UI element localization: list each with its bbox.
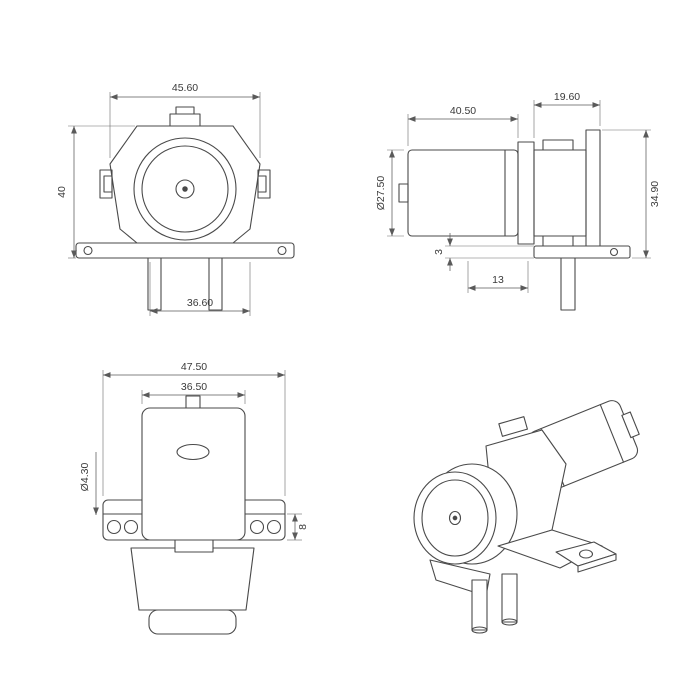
iso-top-clamp — [498, 416, 528, 437]
dim-front-overall-width: 45.60 — [172, 82, 198, 94]
dim-front-bottom-width: 36.60 — [187, 297, 213, 309]
side-view: 40.50 19.60 Ø27.50 34.90 3 13 — [375, 91, 661, 311]
dim-side-motor-length: 40.50 — [450, 105, 476, 117]
iso-tubes — [471, 573, 518, 634]
iso-foot-hole — [578, 549, 594, 559]
dim-side-motor-diameter: Ø27.50 — [375, 176, 387, 211]
side-dimensions: 40.50 19.60 Ø27.50 34.90 3 13 — [375, 91, 661, 293]
rear-view: 47.50 36.50 Ø4.30 8 — [79, 361, 309, 635]
side-pump-outline — [398, 129, 631, 311]
isometric-view — [413, 400, 640, 634]
front-pump-outline — [75, 106, 295, 311]
dim-side-base-step: 3 — [433, 249, 445, 255]
dim-side-tube-offset: 13 — [492, 274, 504, 286]
dim-rear-body-width: 36.50 — [181, 381, 207, 393]
front-dimensions: 45.60 40 36.60 — [56, 82, 261, 316]
dim-rear-overall-width: 47.50 — [181, 361, 207, 373]
dim-side-head-length: 19.60 — [554, 91, 580, 103]
dim-rear-hole-diameter: Ø4.30 — [79, 463, 91, 492]
dim-side-overall-height: 34.90 — [649, 181, 661, 207]
rear-pump-outline — [102, 395, 286, 635]
front-view: 45.60 40 36.60 — [56, 82, 295, 316]
dim-rear-plate-thickness: 8 — [297, 524, 309, 530]
dim-front-overall-height: 40 — [56, 186, 68, 198]
rear-dimensions: 47.50 36.50 Ø4.30 8 — [79, 361, 309, 541]
